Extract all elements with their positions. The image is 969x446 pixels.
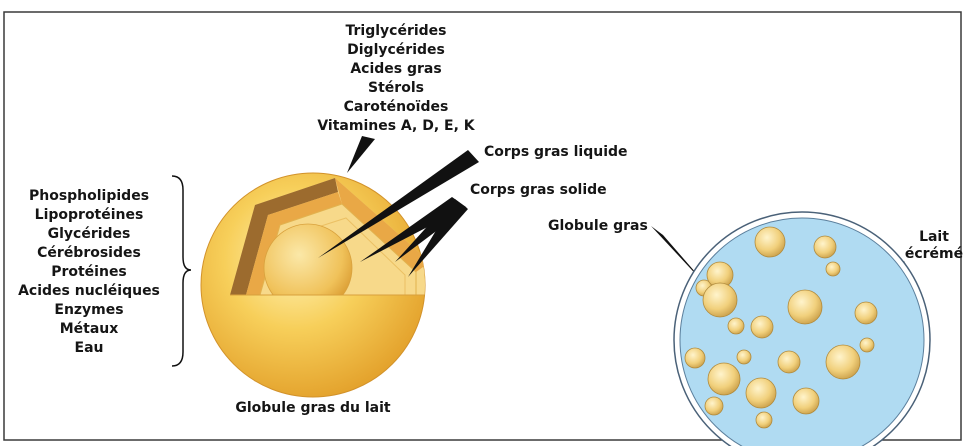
fat-globule-dot — [728, 318, 744, 334]
pointer-core-list — [347, 136, 375, 173]
fat-globule-dot — [778, 351, 800, 373]
fat-globule-dot — [793, 388, 819, 414]
core-component: Caroténoïdes — [296, 98, 496, 117]
membrane-component: Cérébrosides — [6, 244, 172, 263]
membrane-component: Glycérides — [6, 225, 172, 244]
solid-fat-label: Corps gras solide — [470, 182, 607, 198]
core-component: Stérols — [296, 79, 496, 98]
membrane-brace — [172, 176, 191, 366]
fat-globule-label: Globule gras — [548, 218, 648, 234]
fat-globule-dot — [751, 316, 773, 338]
membrane-component: Métaux — [6, 320, 172, 339]
membrane-component: Enzymes — [6, 301, 172, 320]
skim-milk-label: Lait écrémé — [903, 229, 965, 263]
fat-globule-dot — [703, 283, 737, 317]
fat-globule-dot — [860, 338, 874, 352]
fat-globule-dot — [755, 227, 785, 257]
fat-globule-dot — [705, 397, 723, 415]
fat-globule-dot — [814, 236, 836, 258]
fat-globule-caption: Globule gras du lait — [213, 400, 413, 416]
membrane-component: Eau — [6, 339, 172, 358]
membrane-component: Protéines — [6, 263, 172, 282]
fat-globule-dot — [826, 345, 860, 379]
fat-globule-dot — [737, 350, 751, 364]
fat-globule-dot — [708, 363, 740, 395]
fat-globule-dot — [746, 378, 776, 408]
skim-milk-view — [674, 212, 930, 446]
membrane-component: Lipoprotéines — [6, 206, 172, 225]
core-component: Diglycérides — [296, 41, 496, 60]
liquid-fat-label: Corps gras liquide — [484, 144, 628, 160]
membrane-composition-list: Phospholipides Lipoprotéines Glycérides … — [6, 187, 172, 358]
core-component: Acides gras — [296, 60, 496, 79]
fat-globule-dot — [826, 262, 840, 276]
membrane-component: Acides nucléiques — [6, 282, 172, 301]
core-composition-list: Triglycérides Diglycérides Acides gras S… — [296, 22, 496, 136]
fat-globule-dot — [685, 348, 705, 368]
fat-globule-dot — [855, 302, 877, 324]
core-component: Triglycérides — [296, 22, 496, 41]
fat-globule-dot — [756, 412, 772, 428]
membrane-component: Phospholipides — [6, 187, 172, 206]
fat-globule-dot — [788, 290, 822, 324]
core-component: Vitamines A, D, E, K — [296, 117, 496, 136]
